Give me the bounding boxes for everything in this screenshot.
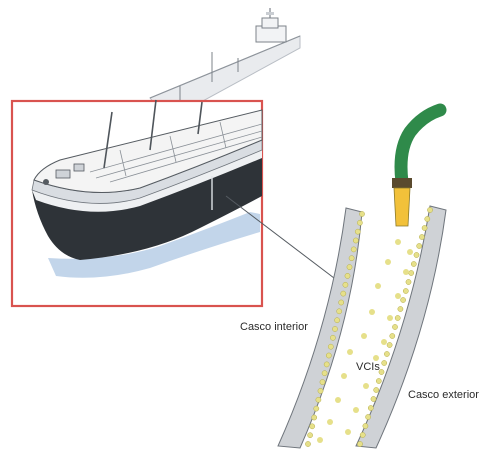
coating-dot xyxy=(390,333,395,338)
vapors-label: VCIs xyxy=(356,361,380,373)
coating-dot xyxy=(357,441,362,446)
coating-dot xyxy=(351,247,356,252)
vapor-dot xyxy=(403,269,409,275)
coating-dot xyxy=(371,396,376,401)
coating-dot xyxy=(312,415,317,420)
vapor-dot xyxy=(341,373,347,379)
outer-hull-label: Casco exterior xyxy=(408,389,479,401)
coating-dot xyxy=(316,397,321,402)
coating-dot xyxy=(395,315,400,320)
coating-dot xyxy=(427,207,432,212)
coating-dot xyxy=(314,406,319,411)
coating-dot xyxy=(382,360,387,365)
coating-dot xyxy=(330,335,335,340)
vapor-dot xyxy=(385,259,391,265)
coating-dot xyxy=(409,270,414,275)
inner-hull-label: Casco interior xyxy=(240,321,308,333)
hose-nozzle xyxy=(394,188,410,226)
coating-dot xyxy=(305,441,310,446)
coating-dot xyxy=(392,324,397,329)
coating-dot xyxy=(353,238,358,243)
vapor-dot xyxy=(369,309,375,315)
coating-dot xyxy=(359,211,364,216)
coating-dot xyxy=(384,351,389,356)
coating-dot xyxy=(328,344,333,349)
ship-bridge xyxy=(256,8,286,42)
vapor-dot xyxy=(347,349,353,355)
vapor-dot xyxy=(327,419,333,425)
coating-dot xyxy=(387,342,392,347)
coating-dot xyxy=(401,297,406,302)
coating-dot xyxy=(337,309,342,314)
coating-dot xyxy=(360,432,365,437)
coating-dot xyxy=(406,279,411,284)
coating-dot xyxy=(326,353,331,358)
coating-dot xyxy=(414,252,419,257)
coating-dot xyxy=(339,300,344,305)
coating-dot xyxy=(318,388,323,393)
hose-tube xyxy=(401,110,440,182)
coating-dot xyxy=(322,371,327,376)
coating-dot xyxy=(398,306,403,311)
coating-dot xyxy=(335,318,340,323)
coating-dot xyxy=(349,256,354,261)
vapor-dot xyxy=(395,293,401,299)
vapor-dot xyxy=(381,339,387,345)
coating-dot xyxy=(403,288,408,293)
coating-dot xyxy=(310,424,315,429)
outer-hull-wall xyxy=(356,206,446,448)
coating-dot xyxy=(308,433,313,438)
vapor-dot xyxy=(407,249,413,255)
coating-dot xyxy=(355,229,360,234)
coating-dot xyxy=(324,362,329,367)
hose-nozzle-collar xyxy=(392,178,412,188)
coating-dot xyxy=(374,387,379,392)
coating-dot xyxy=(345,273,350,278)
coating-dot xyxy=(332,326,337,331)
ship-closeup-frame xyxy=(12,100,262,306)
coating-dot xyxy=(368,405,373,410)
coating-dot xyxy=(425,216,430,221)
vapor-dot xyxy=(335,397,341,403)
vapor-dot xyxy=(353,407,359,413)
vapor-dot xyxy=(395,239,401,245)
coating-dot xyxy=(343,282,348,287)
vapor-dot xyxy=(361,333,367,339)
coating-dot xyxy=(419,234,424,239)
coating-dot xyxy=(363,423,368,428)
vapor-dot xyxy=(375,283,381,289)
vapor-dot xyxy=(317,437,323,443)
coating-dot xyxy=(422,225,427,230)
coating-dot xyxy=(347,265,352,270)
vapor-dot xyxy=(345,429,351,435)
coating-dot xyxy=(320,380,325,385)
coating-dot xyxy=(341,291,346,296)
coating-dot xyxy=(366,414,371,419)
vapor-dot xyxy=(363,383,369,389)
coating-dot xyxy=(357,220,362,225)
coating-dot xyxy=(417,243,422,248)
vapor-dot xyxy=(387,315,393,321)
coating-dot xyxy=(376,378,381,383)
coating-dot xyxy=(411,261,416,266)
